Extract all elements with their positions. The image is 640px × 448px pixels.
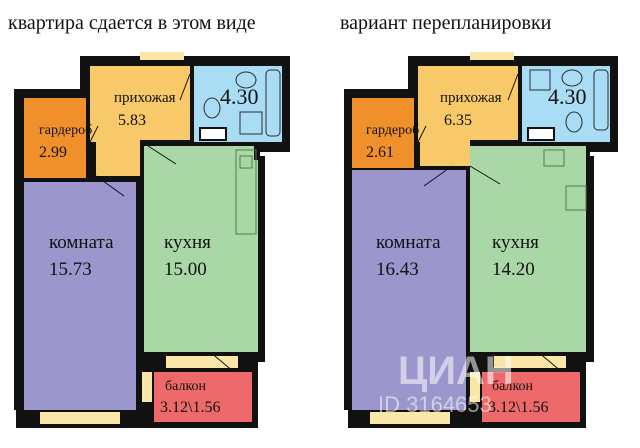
wardrobe-label: гардероб xyxy=(39,123,92,138)
window-balcony-left xyxy=(470,372,480,402)
door-wardrobe xyxy=(413,125,427,151)
window-living xyxy=(370,412,450,424)
bathroom-area: 4.30 xyxy=(220,84,259,109)
room-hall xyxy=(418,66,518,166)
boiler-icon xyxy=(529,69,551,91)
door-living xyxy=(95,175,125,197)
wardrobe-area: 2.61 xyxy=(366,144,394,161)
shaft-icon xyxy=(199,127,227,141)
door-bathroom xyxy=(507,73,519,101)
balcony-label: балкон xyxy=(492,379,534,394)
living-label: комната xyxy=(49,232,114,253)
room-wardrobe xyxy=(352,98,414,168)
room-balcony xyxy=(482,372,580,422)
kitchen-area: 14.20 xyxy=(492,259,535,280)
window-kitchen xyxy=(166,356,238,368)
bathtub-icon xyxy=(265,69,281,137)
plan-original: квартира сдается в этом виде xyxy=(8,12,290,428)
room-balcony xyxy=(154,372,252,422)
window-living xyxy=(40,412,120,424)
room-kitchen xyxy=(470,146,586,352)
bathroom-area: 4.30 xyxy=(548,84,587,109)
plan-redesign: вариант перепланировки прихожая 6.35 4.3… xyxy=(340,12,618,428)
door-kitchen xyxy=(147,145,177,165)
balcony-label: балкон xyxy=(165,379,207,394)
hall-label: прихожая xyxy=(114,90,176,106)
room-kitchen xyxy=(144,146,258,352)
door-wardrobe xyxy=(85,125,99,151)
plan-original-caption: квартира сдается в этом виде xyxy=(8,12,256,34)
kitchen-sink-icon xyxy=(239,155,253,169)
bathtub-icon xyxy=(593,69,609,131)
door-bathroom xyxy=(179,73,191,101)
room-living xyxy=(24,182,136,410)
room-hall xyxy=(90,66,190,176)
wardrobe-area: 2.99 xyxy=(39,144,67,161)
boiler-icon xyxy=(239,111,263,135)
living-area: 15.73 xyxy=(49,259,92,280)
living-area: 16.43 xyxy=(376,259,419,280)
window-balcony-left xyxy=(142,372,152,402)
kitchen-counter xyxy=(235,149,257,235)
balcony-area: 3.12\1.56 xyxy=(488,399,548,416)
hall-area: 5.83 xyxy=(118,112,146,129)
door-kitchen xyxy=(469,165,501,185)
window-top xyxy=(140,52,184,60)
room-wardrobe xyxy=(24,98,86,178)
door-balcony xyxy=(209,351,235,373)
kitchen-sink-icon xyxy=(543,149,565,167)
kitchen-label: кухня xyxy=(492,232,539,253)
room-living xyxy=(352,170,466,410)
shaft-icon xyxy=(527,127,555,141)
living-label: комната xyxy=(376,232,441,253)
hall-area: 6.35 xyxy=(444,112,472,129)
door-balcony xyxy=(537,351,563,373)
window-top xyxy=(470,52,514,60)
plan-redesign-caption: вариант перепланировки xyxy=(340,12,552,34)
window-kitchen xyxy=(494,356,566,368)
watermark-brand: ЦИАН xyxy=(398,349,514,393)
hall-label: прихожая xyxy=(440,90,502,106)
balcony-area: 3.12\1.56 xyxy=(160,399,220,416)
wardrobe-label: гардероб xyxy=(366,123,419,138)
kitchen-area: 15.00 xyxy=(164,259,207,280)
toilet-icon xyxy=(203,97,221,119)
toilet-icon xyxy=(565,111,583,133)
sink-icon xyxy=(561,69,583,87)
stove-icon xyxy=(565,185,587,211)
watermark-id: ID 3164653 xyxy=(378,392,492,417)
sink-icon xyxy=(235,71,257,89)
door-living xyxy=(423,165,453,187)
kitchen-label: кухня xyxy=(164,232,211,253)
